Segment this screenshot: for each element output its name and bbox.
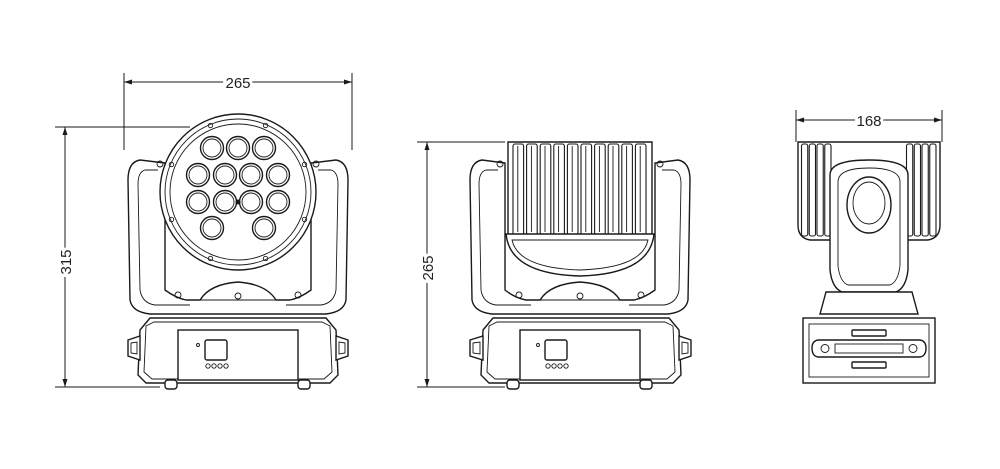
fin — [913, 143, 922, 237]
side-yoke — [469, 159, 691, 315]
led-lens-icon — [251, 135, 277, 161]
fin — [526, 143, 538, 237]
screw-icon — [207, 255, 214, 262]
fin — [800, 143, 809, 237]
side-height-dimension: 265 — [417, 141, 505, 388]
led-lens-icon — [185, 162, 211, 188]
screw-icon — [207, 122, 214, 129]
front-width-label: 265 — [225, 75, 250, 92]
rear-width-dimension: 168 — [795, 110, 943, 142]
center-screw-icon — [235, 199, 241, 205]
screw-icon — [262, 255, 269, 262]
led-lens-icon — [265, 189, 291, 215]
led-lens-icon — [238, 189, 264, 215]
led-lens-icon — [238, 162, 264, 188]
front-head — [159, 113, 317, 271]
rear-width-label: 168 — [856, 113, 881, 130]
led-lens-icon — [212, 189, 238, 215]
rear-base — [802, 317, 936, 384]
front-width-dimension: 265 — [123, 72, 353, 150]
front-view: 265 315 — [55, 72, 353, 390]
screw-icon — [301, 161, 308, 168]
fin — [553, 143, 565, 237]
led-lens-icon — [212, 162, 238, 188]
front-height-dimension: 315 — [55, 126, 190, 388]
front-height-label: 315 — [58, 249, 75, 274]
fin — [512, 143, 525, 237]
led-lens-icon — [225, 135, 251, 161]
rear-heatsink-fins — [800, 143, 937, 237]
side-heatsink-fins — [512, 143, 647, 237]
rear-view: 168 — [795, 110, 943, 384]
screw-icon — [301, 216, 308, 223]
fin — [566, 143, 579, 237]
led-lens-icon — [199, 215, 225, 241]
side-height-label: 265 — [420, 255, 437, 280]
fin — [816, 143, 824, 237]
front-yoke — [127, 159, 349, 315]
fin — [634, 143, 647, 237]
fin — [594, 143, 606, 237]
rear-yoke — [819, 159, 919, 315]
screw-icon — [168, 216, 175, 223]
front-led-array — [168, 122, 308, 262]
led-lens-icon — [185, 189, 211, 215]
fin — [808, 143, 817, 237]
fin — [607, 143, 620, 237]
fin — [580, 143, 593, 237]
side-head-band — [505, 233, 655, 277]
led-lens-icon — [265, 162, 291, 188]
screw-icon — [262, 122, 269, 129]
front-base — [127, 317, 349, 390]
led-lens-icon — [199, 135, 225, 161]
side-view: 265 — [417, 141, 692, 390]
screw-icon — [168, 161, 175, 168]
led-lens-icon — [251, 215, 277, 241]
fin — [621, 143, 633, 237]
side-base — [469, 317, 692, 390]
fin — [921, 143, 929, 237]
fin — [539, 143, 552, 237]
fin — [929, 143, 937, 237]
